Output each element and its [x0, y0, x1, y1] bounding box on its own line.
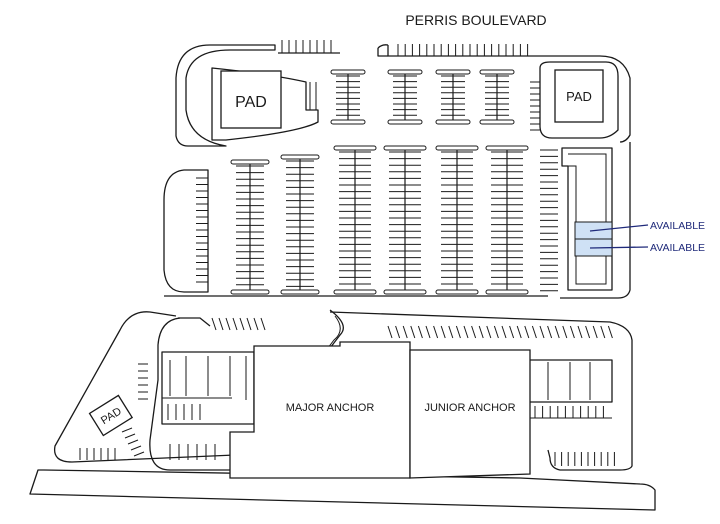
parking-stall-line [554, 325, 560, 339]
available-label-1[interactable]: AVAILABLE [650, 220, 705, 232]
parking-island-cap [330, 119, 366, 125]
pad-building-north-right [554, 69, 604, 123]
parking-island-cap [230, 159, 270, 165]
parking-island-cap [330, 69, 366, 75]
parking-island-cap [333, 145, 377, 151]
parking-stall-line [600, 325, 606, 339]
parking-stall-line [232, 317, 238, 331]
parking-stall-line [463, 325, 469, 339]
parking-stall-line [524, 325, 530, 339]
main-buildings: MAJOR ANCHOR JUNIOR ANCHOR [161, 341, 613, 479]
parking-stall-line [448, 325, 454, 339]
parking-island-cap [333, 289, 377, 295]
pad-building-north-left [220, 70, 282, 129]
parking-island-cap [435, 145, 479, 151]
parking-island-cap [383, 145, 427, 151]
parking-stall-line [592, 325, 598, 339]
parking-stall-line [440, 325, 446, 339]
available-leader-1 [589, 224, 649, 232]
parking-stall-line [569, 325, 575, 339]
parking-stall-line [402, 325, 408, 339]
parking-island-cap [435, 289, 479, 295]
available-label-2[interactable]: AVAILABLE [650, 242, 705, 254]
parking-stall-line [478, 325, 484, 339]
parking-stall-line [493, 325, 499, 339]
parking-stall-line [501, 325, 507, 339]
parking-stall-line [539, 325, 545, 339]
parking-stall-line [127, 439, 139, 445]
parking-stall-line [562, 325, 568, 339]
parking-island-cap [387, 69, 423, 75]
parking-island-cap [383, 289, 427, 295]
parking-stall-line [218, 317, 224, 331]
parking-stall-line [395, 325, 401, 339]
parking-stall-line [253, 317, 259, 331]
parking-stall-line [417, 325, 423, 339]
parking-stall-line [516, 325, 522, 339]
major-anchor-label: MAJOR ANCHOR [286, 402, 375, 414]
parking-stall-line [547, 325, 553, 339]
parking-island-cap [435, 119, 471, 125]
parking-stall-line [260, 317, 266, 331]
parking-island-cap [485, 145, 529, 151]
parking-stall-line [124, 433, 136, 439]
pad-label-north-left: PAD [235, 94, 267, 111]
parking-island-cap [435, 69, 471, 75]
pad-label-north-right: PAD [566, 89, 592, 104]
north-parking-lot: PAD PAD [163, 40, 631, 299]
parking-island-cap [280, 289, 320, 295]
east-retail-strip: AVAILABLE AVAILABLE [561, 147, 705, 291]
parking-stall-line [577, 325, 583, 339]
parking-stall-line [486, 325, 492, 339]
parking-stall-line [455, 325, 461, 339]
parking-stall-line [433, 325, 439, 339]
parking-island-cap [280, 154, 320, 160]
junior-anchor-building [409, 349, 531, 479]
parking-stall-line [585, 325, 591, 339]
parking-stall-line [246, 317, 252, 331]
junior-anchor-label: JUNIOR ANCHOR [424, 402, 515, 414]
parking-stall-line [425, 325, 431, 339]
available-leader-2 [589, 246, 649, 249]
parking-island-cap [479, 119, 515, 125]
parking-stall-line [121, 427, 133, 433]
parking-stall-line [509, 325, 515, 339]
parking-stall-line [387, 325, 393, 339]
parking-island-cap [387, 119, 423, 125]
parking-stall-line [133, 451, 145, 457]
parking-stall-line [607, 325, 613, 339]
street-label: PERRIS BOULEVARD [405, 12, 546, 28]
parking-island-cap [479, 69, 515, 75]
parking-stall-line [211, 317, 217, 331]
parking-stall-line [410, 325, 416, 339]
parking-stall-line [531, 325, 537, 339]
pad-building-south [88, 394, 134, 437]
parking-island-cap [485, 289, 529, 295]
parking-stall-line [471, 325, 477, 339]
parking-stall-line [225, 317, 231, 331]
parking-stall-line [239, 317, 245, 331]
south-parking-lot: PAD [29, 309, 656, 511]
parking-stall-line [130, 445, 142, 451]
parking-island-cap [230, 289, 270, 295]
